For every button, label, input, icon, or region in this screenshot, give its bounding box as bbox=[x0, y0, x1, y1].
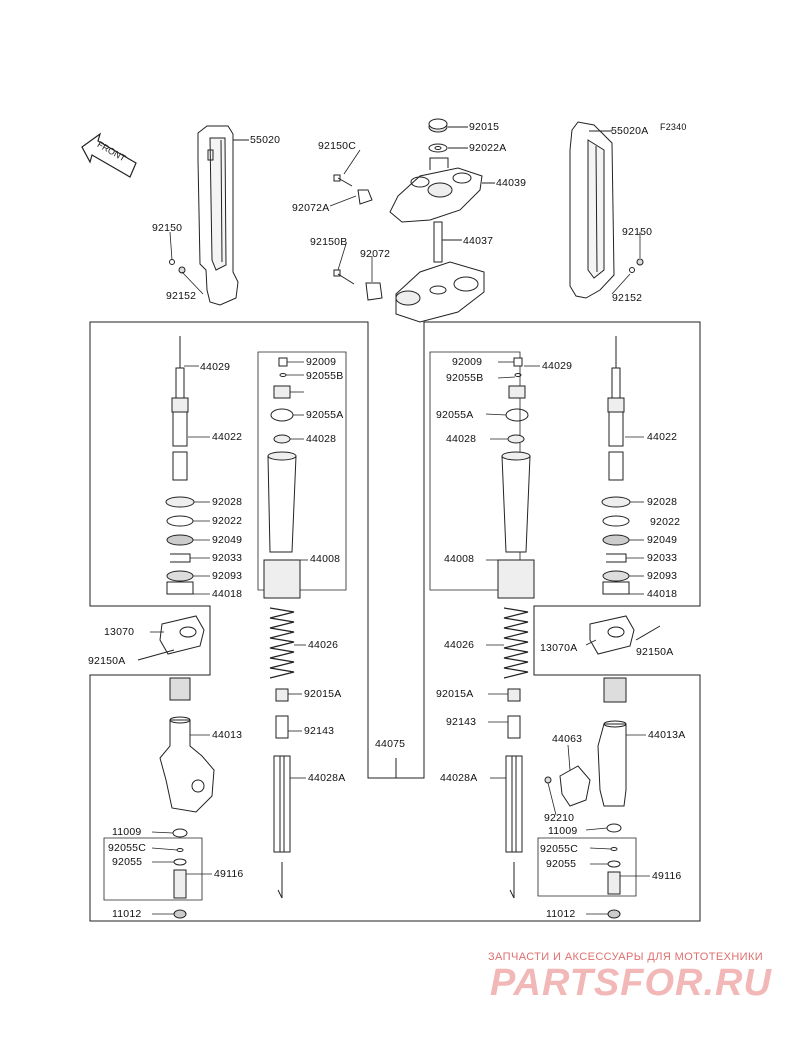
fork-spring-right bbox=[503, 607, 529, 679]
part-label: 55020 bbox=[250, 134, 281, 146]
part-label: 11012 bbox=[112, 908, 142, 920]
part-label: 44026 bbox=[308, 639, 339, 651]
part-label: 92150B bbox=[310, 236, 348, 248]
watermark-brand[interactable]: PARTSFOR.RU bbox=[490, 962, 772, 1004]
fork-cap-right bbox=[505, 357, 529, 444]
part-label: 49116 bbox=[652, 870, 682, 882]
part-label: 55020A bbox=[611, 125, 649, 137]
part-label: 92055A bbox=[436, 409, 474, 421]
part-label: 92033 bbox=[647, 552, 678, 564]
part-label: 44013 bbox=[212, 729, 243, 741]
part-label: 92022 bbox=[650, 516, 681, 528]
part-label: 44008 bbox=[310, 553, 341, 565]
part-label: 92055B bbox=[306, 370, 344, 382]
clamp-bolts bbox=[333, 174, 383, 301]
part-label: 44039 bbox=[496, 177, 527, 189]
part-label: 92055A bbox=[306, 409, 344, 421]
part-label: 92028 bbox=[212, 496, 243, 508]
part-label: 92022 bbox=[212, 515, 243, 527]
part-label: 44028 bbox=[446, 433, 477, 445]
part-label: 92093 bbox=[647, 570, 678, 582]
part-label: 44013A bbox=[648, 729, 686, 741]
damper-rod-left bbox=[165, 336, 195, 595]
part-label: 92009 bbox=[452, 356, 483, 368]
part-label: 44022 bbox=[647, 431, 678, 443]
front-arrow-icon: FRONT bbox=[81, 132, 137, 178]
upper-triple-clamp bbox=[389, 118, 483, 223]
part-label: 44029 bbox=[200, 361, 231, 373]
part-label: 44028 bbox=[306, 433, 337, 445]
part-label: 44037 bbox=[463, 235, 494, 247]
part-label: 44063 bbox=[552, 733, 583, 745]
part-label: 92150 bbox=[152, 222, 183, 234]
part-label: 92072 bbox=[360, 248, 391, 260]
part-label: 92093 bbox=[212, 570, 243, 582]
inner-tube-left bbox=[273, 688, 291, 899]
part-label: 92055 bbox=[546, 858, 577, 870]
part-label: 92143 bbox=[304, 725, 335, 737]
part-label: 44026 bbox=[444, 639, 475, 651]
fork-cap-left bbox=[270, 357, 294, 444]
part-label: 92210 bbox=[544, 812, 575, 824]
part-label: 92049 bbox=[647, 534, 678, 546]
part-label: 11012 bbox=[546, 908, 576, 920]
part-label: 92150C bbox=[318, 140, 356, 152]
leader-lines bbox=[150, 149, 650, 915]
part-label: 49116 bbox=[214, 868, 244, 880]
part-label: 11009 bbox=[548, 825, 578, 837]
part-label: 92028 bbox=[647, 496, 678, 508]
fork-spring-left bbox=[269, 607, 295, 679]
part-label: 92150A bbox=[88, 655, 126, 667]
part-label: 92143 bbox=[446, 716, 477, 728]
fork-guard-right bbox=[569, 121, 615, 299]
part-label: 44029 bbox=[542, 360, 573, 372]
axle-holder-left bbox=[159, 677, 215, 919]
part-label: 92152 bbox=[612, 292, 643, 304]
axle-clamp-left bbox=[137, 615, 205, 661]
part-label: 11009 bbox=[112, 826, 142, 838]
part-label: 92009 bbox=[306, 356, 337, 368]
part-label: 92150 bbox=[622, 226, 653, 238]
part-label: 92015A bbox=[304, 688, 342, 700]
watermark-subtitle: ЗАПЧАСТИ И АКСЕССУАРЫ ДЛЯ МОТОТЕХНИКИ bbox=[488, 951, 764, 963]
part-label: 13070 bbox=[104, 626, 135, 638]
axle-clamp-right bbox=[589, 615, 661, 655]
axle-holder-right bbox=[544, 677, 627, 919]
part-label: 92072A bbox=[292, 202, 330, 214]
steering-stem bbox=[395, 221, 485, 323]
part-label: 44028A bbox=[308, 772, 346, 784]
part-label: 92152 bbox=[166, 290, 197, 302]
part-label: 92015 bbox=[469, 121, 500, 133]
part-label: 92150A bbox=[636, 646, 674, 658]
part-label: 44018 bbox=[647, 588, 678, 600]
part-label: 44075 bbox=[375, 738, 406, 750]
fork-guard-left bbox=[197, 125, 239, 306]
part-label: 92022A bbox=[469, 142, 507, 154]
diagram-code: F2340 bbox=[660, 122, 687, 132]
part-label: 92055B bbox=[446, 372, 484, 384]
part-label: 13070A bbox=[540, 642, 578, 654]
part-label: 92055C bbox=[540, 843, 578, 855]
part-label: 92055 bbox=[112, 856, 143, 868]
part-label: 92055C bbox=[108, 842, 146, 854]
part-label: 92049 bbox=[212, 534, 243, 546]
inner-tube-right bbox=[505, 688, 523, 899]
part-label: 44028A bbox=[440, 772, 478, 784]
part-label: 44018 bbox=[212, 588, 243, 600]
part-label: 44008 bbox=[444, 553, 475, 565]
outer-tube-right bbox=[497, 451, 535, 599]
damper-rod-right bbox=[601, 336, 631, 595]
part-label: 92015A bbox=[436, 688, 474, 700]
part-label: 44022 bbox=[212, 431, 243, 443]
outer-tube-left bbox=[263, 451, 301, 599]
part-label: 92033 bbox=[212, 552, 243, 564]
